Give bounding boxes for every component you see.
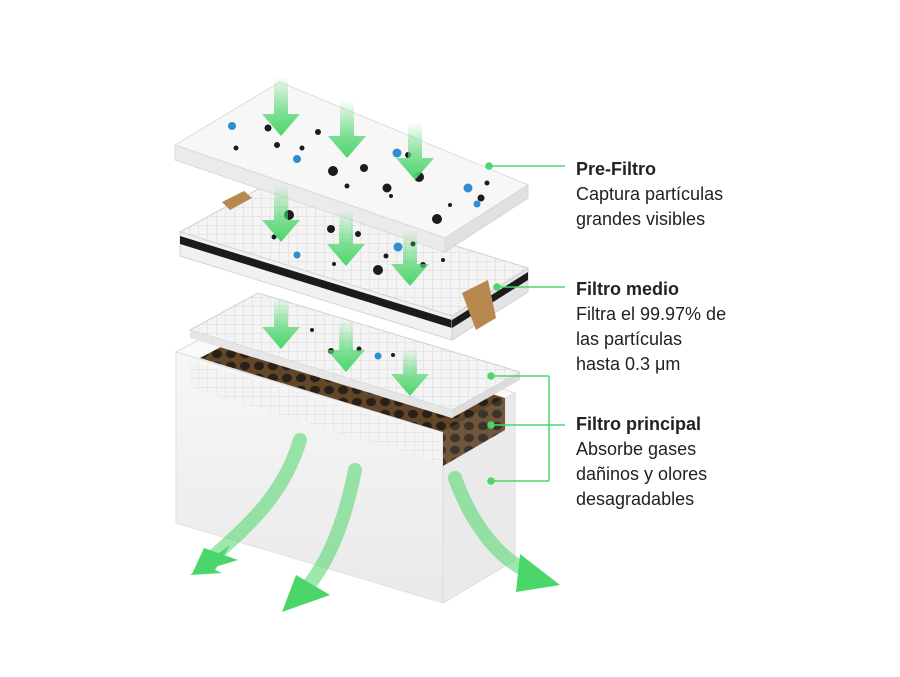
medium-filter-line-3: hasta 0.3 μm — [576, 354, 681, 374]
main-filter-title: Filtro principal — [576, 414, 702, 434]
airflow-out-arrows — [190, 433, 560, 612]
pre-filter-title: Pre-Filtro — [576, 159, 657, 179]
leader-lines — [485, 162, 565, 485]
pre-filter-label: Pre-Filtro Captura partículas grandes vi… — [576, 157, 723, 232]
main-filter-line-2: dañinos y olores — [576, 464, 708, 484]
tape-corner-right — [462, 280, 496, 330]
main-filter-line-1: Absorbe gases — [576, 439, 697, 459]
pre-filter-line-1: Captura partículas — [576, 184, 724, 204]
medium-filter-title: Filtro medio — [576, 279, 679, 299]
main-filter-description: Absorbe gases dañinos y olores desagrada… — [576, 437, 707, 512]
main-filter-label: Filtro principal Absorbe gases dañinos y… — [576, 412, 707, 512]
pre-filter-description: Captura partículas grandes visibles — [576, 182, 723, 232]
virus-particles — [228, 122, 481, 360]
medium-filter-description: Filtra el 99.97% de las partículas hasta… — [576, 302, 726, 377]
main-filter-line-3: desagradables — [576, 489, 695, 509]
airflow-down-arrows — [262, 76, 434, 396]
tape-corner-left — [222, 191, 252, 210]
pre-filter-line-2: grandes visibles — [576, 209, 706, 229]
pre-filter-panel — [173, 81, 530, 253]
medium-filter-line-1: Filtra el 99.97% de — [576, 304, 727, 324]
medium-filter-label: Filtro medio Filtra el 99.97% de las par… — [576, 277, 726, 377]
medium-filter-line-2: las partículas — [576, 329, 683, 349]
